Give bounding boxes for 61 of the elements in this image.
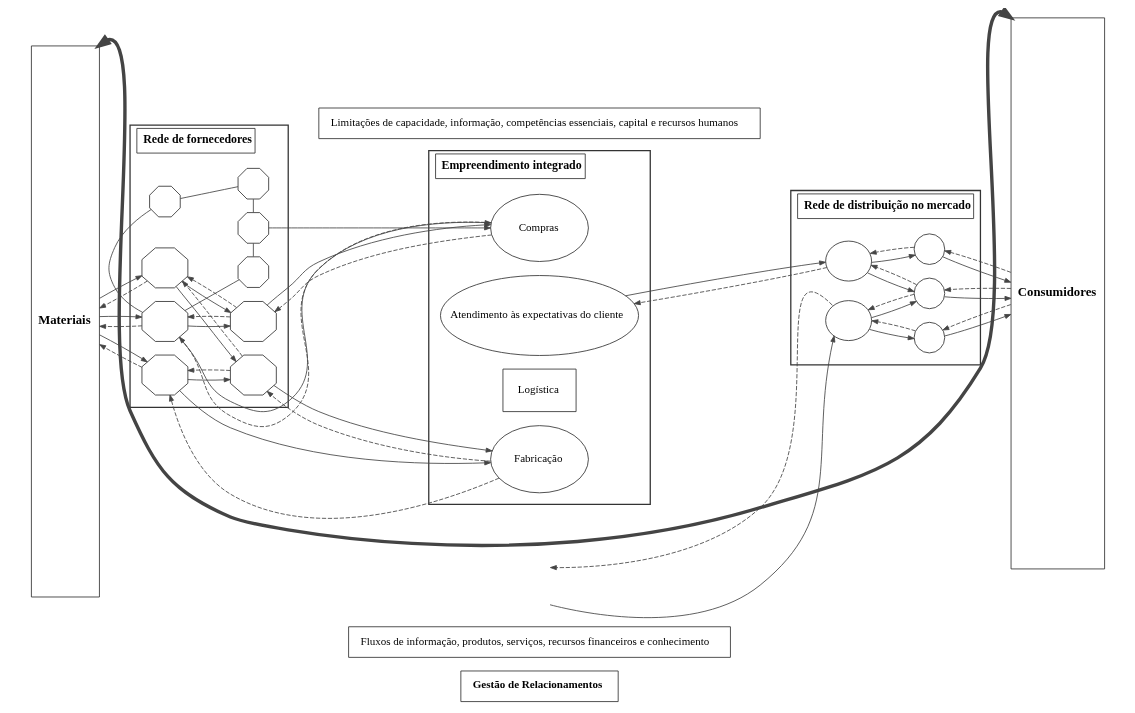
arrow <box>98 323 142 329</box>
arrow <box>98 275 142 299</box>
arrow <box>267 225 491 231</box>
arrow <box>93 8 1015 547</box>
arrow <box>98 280 148 309</box>
node-octagon <box>237 167 269 200</box>
node-ellipse: Compras <box>489 193 589 262</box>
arrow <box>549 335 835 619</box>
arrow <box>941 304 1011 331</box>
node-octagon <box>148 185 181 218</box>
cluster: Rede de fornecedores <box>128 124 289 408</box>
arrow <box>273 385 492 453</box>
arrow <box>186 314 231 320</box>
node-ellipse: Fabricação <box>489 425 589 494</box>
node-circle <box>913 321 945 354</box>
node-octagon <box>237 256 269 288</box>
node-circle <box>913 277 945 310</box>
arrow <box>186 323 231 329</box>
arrow <box>943 314 1011 337</box>
arrow <box>175 286 236 363</box>
arrow <box>870 301 917 319</box>
arrow <box>98 344 142 368</box>
connector <box>252 198 254 213</box>
arrow <box>869 246 915 255</box>
arrow <box>871 319 916 332</box>
arrow <box>867 293 914 311</box>
arrow <box>178 390 491 466</box>
arrow <box>941 256 1011 283</box>
arrow <box>871 254 916 263</box>
node-octagon <box>229 301 277 342</box>
arrow <box>186 367 231 373</box>
node-box: Limitações de capacidade, informação, competências essenciais, capital e recursos humanos <box>317 107 761 140</box>
node-octagon <box>237 212 269 244</box>
connector <box>108 209 151 313</box>
node-box: Logística <box>502 368 576 413</box>
arrow <box>180 281 231 313</box>
arrow <box>943 295 1011 301</box>
arrow <box>624 260 826 297</box>
node-circle <box>824 240 872 282</box>
arrow <box>549 291 833 571</box>
connector <box>179 186 238 199</box>
arrow <box>168 394 499 519</box>
arrow <box>266 390 491 462</box>
arrow <box>633 267 827 306</box>
arrow <box>866 272 915 293</box>
node-box: Fluxos de informação, produtos, serviços, recursos financeiros e conhecimento <box>347 626 731 658</box>
arrow <box>870 264 917 286</box>
arrow <box>943 287 1011 293</box>
node-box: Consumidores <box>1010 17 1105 570</box>
arrow <box>98 314 142 320</box>
arrow <box>943 249 1011 273</box>
arrow <box>181 280 243 357</box>
arrow <box>868 328 915 341</box>
arrow <box>273 234 492 313</box>
arrow <box>186 377 231 383</box>
connector <box>252 242 254 257</box>
arrow <box>98 334 148 363</box>
cluster: Rede de distribuição no mercado <box>789 189 981 366</box>
node-box: Gestão de Relacionamentos <box>459 670 619 702</box>
node-box: Materiais <box>30 45 100 598</box>
node-circle <box>913 233 945 265</box>
